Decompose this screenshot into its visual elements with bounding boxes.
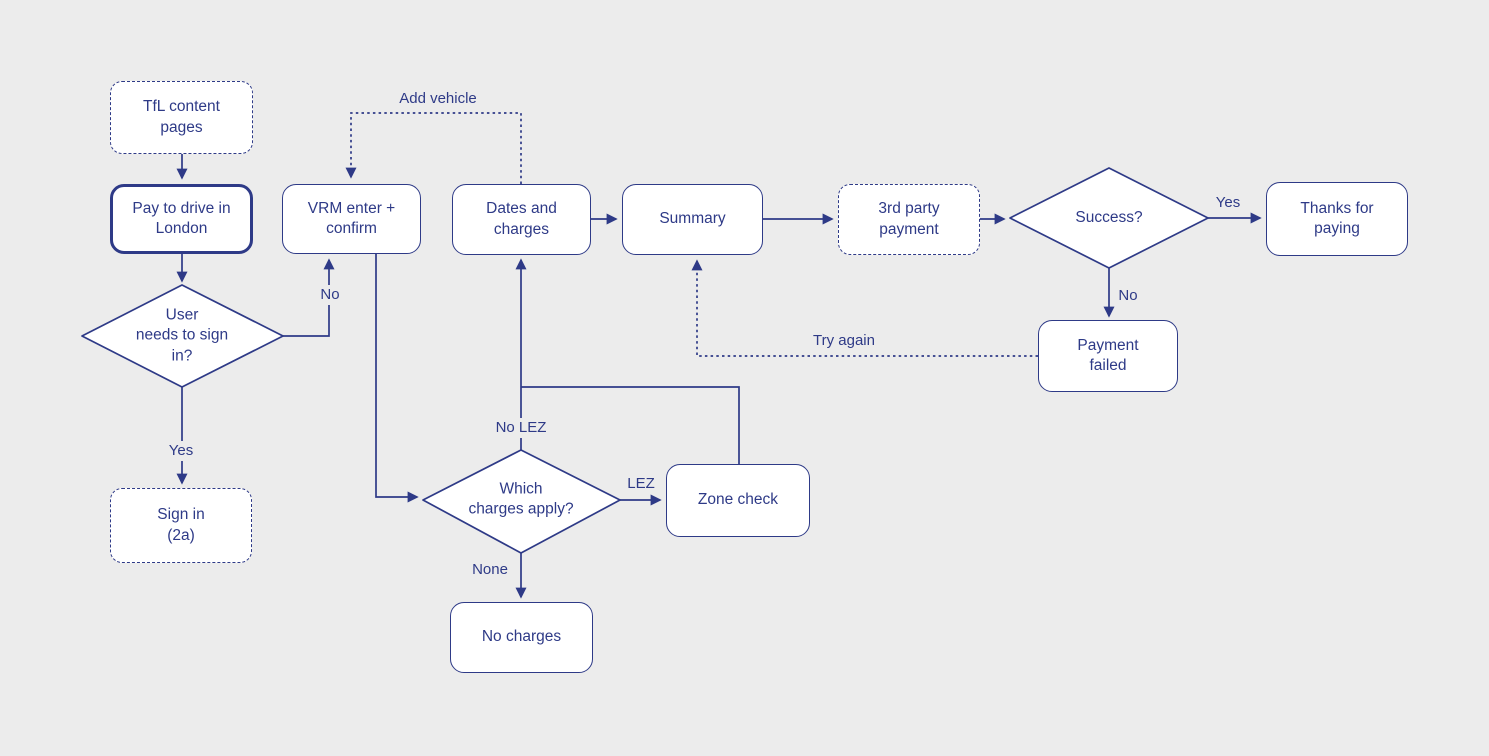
node-payment-failed: Payment failed xyxy=(1038,320,1178,392)
signin-decision-shape xyxy=(82,285,283,387)
node-vrm-enter-confirm: VRM enter + confirm xyxy=(282,184,421,254)
edge-label-none: None xyxy=(472,561,508,578)
edge-label-add-vehicle: Add vehicle xyxy=(399,90,477,107)
edge-label-yes-signin: Yes xyxy=(164,441,198,461)
edge-vrm-to-whichchargesq xyxy=(376,254,419,503)
node-no-charges: No charges xyxy=(450,602,593,673)
edge-label-yes-success: Yes xyxy=(1215,194,1241,211)
decision-which-charges-apply: Which charges apply? xyxy=(468,480,574,518)
edge-dates-addvehicle-to-vrm xyxy=(345,113,521,184)
edge-label-no-lez: No LEZ xyxy=(491,418,551,438)
edge-label-lez: LEZ xyxy=(627,475,655,492)
node-summary: Summary xyxy=(622,184,763,255)
edge-label-no-success: No xyxy=(1118,287,1138,304)
node-tfl-content-pages: TfL content pages xyxy=(110,81,253,154)
success-decision-shape xyxy=(1010,168,1208,268)
node-dates-and-charges: Dates and charges xyxy=(452,184,591,255)
node-thanks-for-paying: Thanks for paying xyxy=(1266,182,1408,256)
node-3rd-party-payment: 3rd party payment xyxy=(838,184,980,255)
edge-label-no-signin: No xyxy=(316,285,344,305)
node-zone-check: Zone check xyxy=(666,464,810,537)
decision-success: Success? xyxy=(1075,208,1143,226)
edge-zonecheck-riser xyxy=(521,387,739,464)
whichcharges-decision-shape xyxy=(423,450,620,553)
edge-label-try-again: Try again xyxy=(813,332,875,349)
node-pay-to-drive-in-london: Pay to drive in London xyxy=(110,184,253,254)
node-sign-in-2a: Sign in (2a) xyxy=(110,488,252,563)
decision-user-needs-to-sign-in: User needs to sign in? xyxy=(135,306,229,365)
